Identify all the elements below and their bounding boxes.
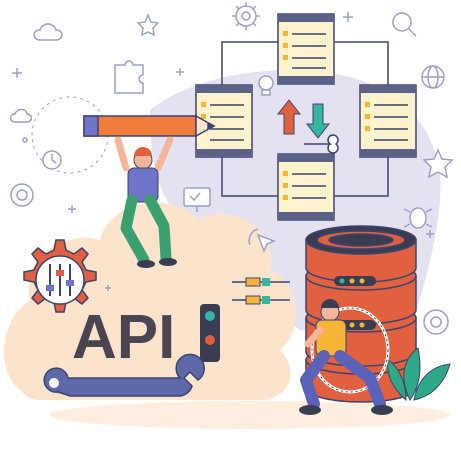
gear-outline-icon: [232, 2, 260, 30]
person-with-pencil: [83, 114, 216, 268]
arrow-down-icon: [305, 103, 331, 139]
cloud-icon: [9, 108, 33, 123]
arrow-up-icon: [276, 99, 302, 135]
lightbulb-icon: [258, 75, 274, 96]
bug-icon: [403, 207, 433, 229]
clock-icon: [42, 150, 62, 170]
star-icon: [136, 13, 160, 37]
target-icon: [10, 183, 34, 207]
document-card-left: [195, 84, 253, 158]
magnifier-icon: [392, 12, 417, 37]
wrench-icon: [43, 353, 205, 397]
cables: [232, 281, 290, 301]
document-card-right: [359, 84, 417, 158]
globe-icon: [421, 65, 445, 89]
star-icon: [422, 148, 454, 179]
cloud-icon: [33, 23, 63, 41]
puzzle-icon: [114, 60, 144, 94]
flow-connectors: [221, 41, 389, 197]
pencil-icon: [83, 114, 216, 138]
plant-decor: [387, 347, 451, 402]
person-with-cable: [299, 299, 393, 415]
document-card-bottom: [277, 153, 335, 221]
cable-plugs: [245, 277, 270, 305]
api-label: API: [72, 303, 175, 372]
support-icon: [423, 309, 449, 335]
sparkles: [12, 12, 454, 291]
wrench-small-icon: [304, 134, 339, 154]
floor-shadow: [50, 401, 450, 429]
document-card-top: [277, 13, 335, 85]
monitor-icon: [183, 187, 211, 212]
gear-icon: [23, 239, 97, 313]
status-lights: [200, 304, 220, 362]
cursor-icon: [248, 228, 277, 254]
